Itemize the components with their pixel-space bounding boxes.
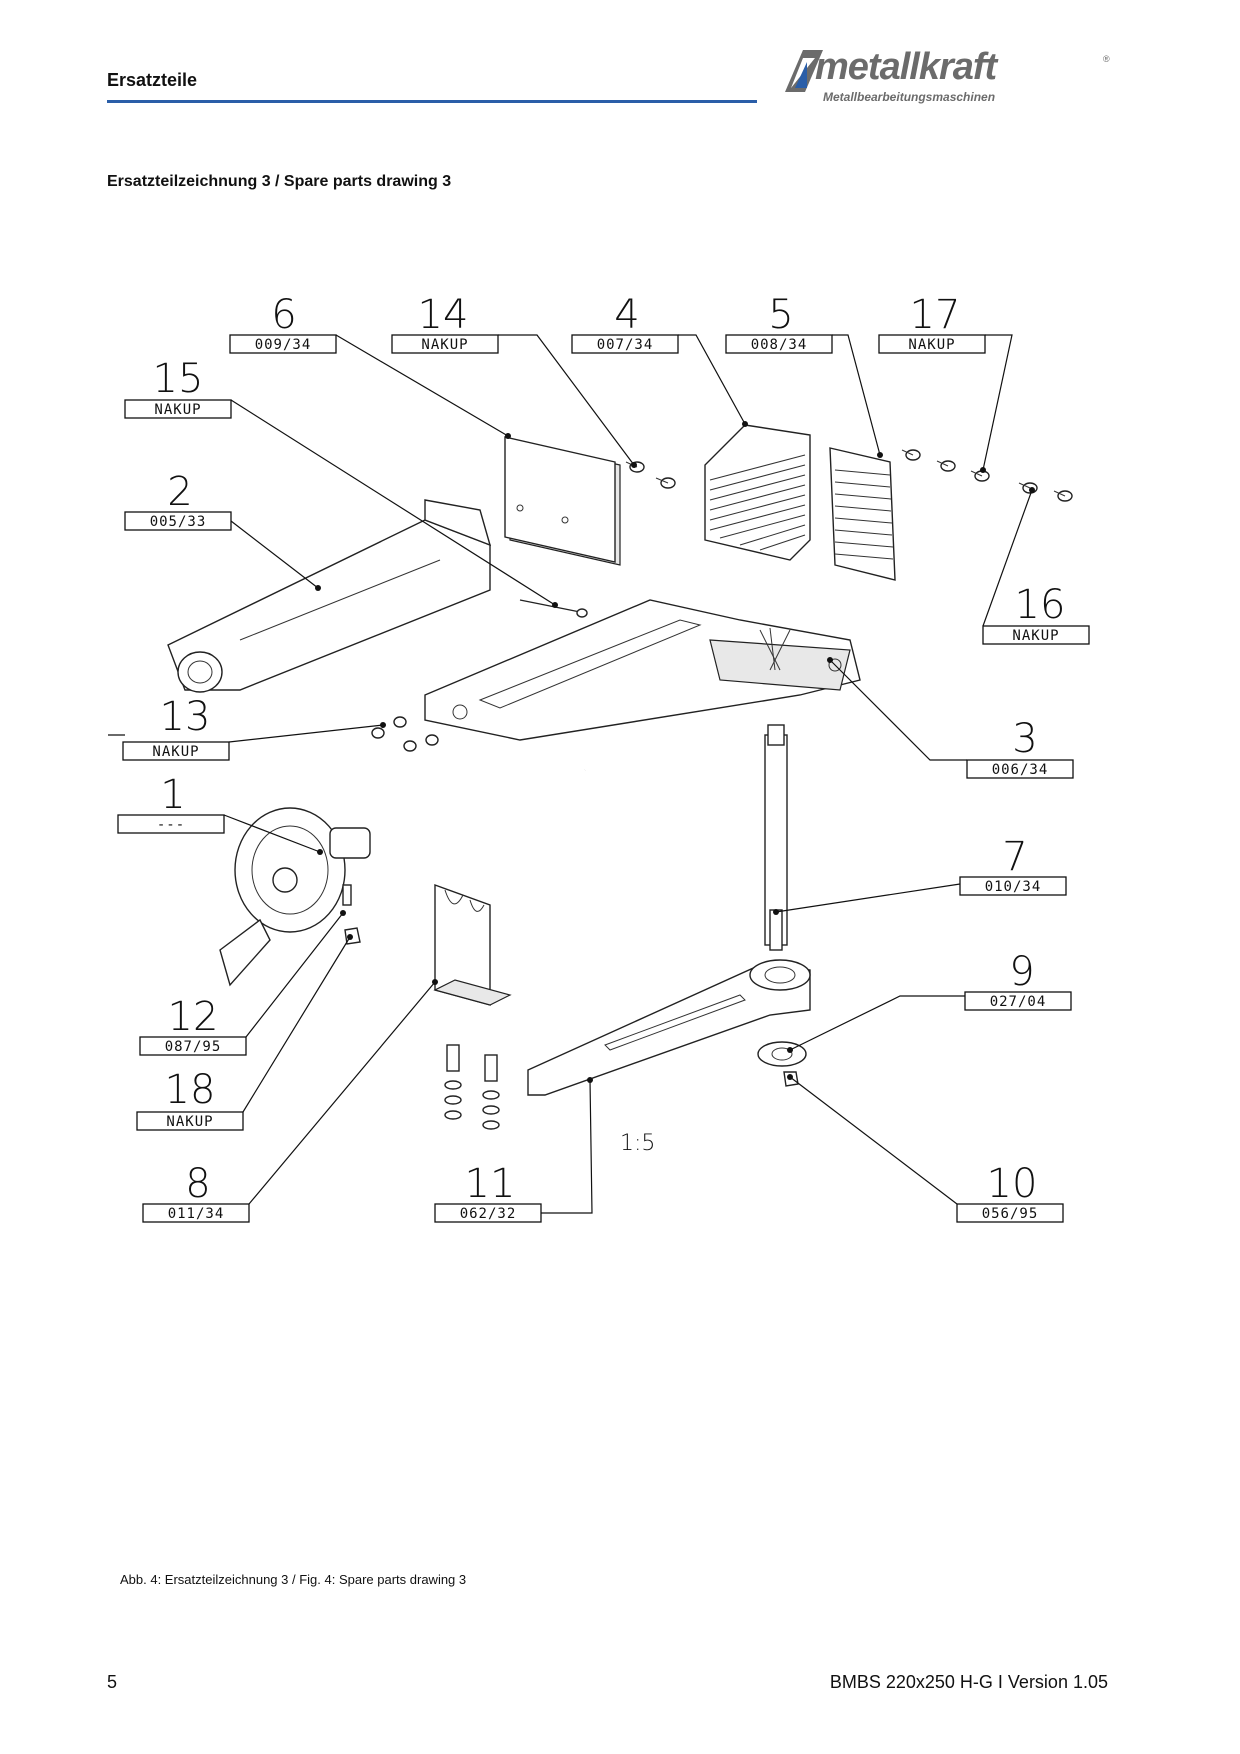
callout-1-number: 1 bbox=[160, 772, 185, 818]
callout-6-code: 009/34 bbox=[255, 337, 312, 353]
callout-6: 6 009/34 bbox=[229, 292, 511, 439]
part-jaw-right bbox=[829, 447, 896, 581]
callout-14-code: NAKUP bbox=[421, 337, 468, 353]
callout-16: 16 NAKUP bbox=[982, 487, 1090, 645]
callout-11: 11 062/32 bbox=[434, 1077, 593, 1223]
callout-7: 7 010/34 bbox=[773, 834, 1067, 915]
part-jaw-left bbox=[704, 424, 811, 561]
callout-5: 5 008/34 bbox=[725, 292, 883, 458]
callout-3-code: 006/34 bbox=[992, 762, 1049, 778]
callout-5-number: 5 bbox=[768, 292, 793, 338]
callout-9: 9 027/04 bbox=[787, 949, 1072, 1053]
part-pin bbox=[519, 599, 588, 618]
callout-16-code: NAKUP bbox=[1012, 628, 1059, 644]
callout-3-number: 3 bbox=[1012, 716, 1037, 762]
callout-12-number: 12 bbox=[168, 994, 219, 1040]
callout-15: 15 NAKUP bbox=[124, 356, 558, 608]
callout-3: 3 006/34 bbox=[827, 657, 1074, 779]
callout-15-number: 15 bbox=[153, 356, 204, 402]
part-column bbox=[764, 724, 788, 951]
callout-10-code: 056/95 bbox=[982, 1206, 1039, 1222]
callout-11-code: 062/32 bbox=[460, 1206, 517, 1222]
callout-12: 12 087/95 bbox=[139, 910, 346, 1056]
callout-8: 8 011/34 bbox=[142, 979, 438, 1223]
callout-6-number: 6 bbox=[271, 292, 296, 338]
callout-17-code: NAKUP bbox=[908, 337, 955, 353]
callout-10-number: 10 bbox=[987, 1161, 1038, 1207]
callout-4-code: 007/34 bbox=[597, 337, 654, 353]
drawing-scale-label: 1:5 bbox=[620, 1131, 655, 1156]
part-base bbox=[424, 599, 861, 741]
callout-14: 14 NAKUP bbox=[391, 292, 637, 468]
callout-17: 17 NAKUP bbox=[878, 292, 1013, 473]
callout-12-code: 087/95 bbox=[165, 1039, 222, 1055]
callout-15-code: NAKUP bbox=[154, 402, 201, 418]
callout-2-code: 005/33 bbox=[150, 514, 207, 530]
callout-5-code: 008/34 bbox=[751, 337, 808, 353]
part-clamp bbox=[757, 1041, 807, 1087]
callout-17-number: 17 bbox=[910, 292, 961, 338]
metallkraft-logo: metallkraft ® Metallbearbeitungsmaschine… bbox=[785, 44, 1115, 110]
callout-18: 18 NAKUP bbox=[136, 934, 353, 1131]
callout-11-number: 11 bbox=[465, 1161, 516, 1207]
callout-2: 2 005/33 bbox=[124, 469, 321, 591]
callout-13-number: 13 bbox=[160, 694, 211, 740]
part-fasteners bbox=[444, 1044, 500, 1130]
callout-16-number: 16 bbox=[1015, 582, 1066, 628]
document-version: BMBS 220x250 H-G I Version 1.05 bbox=[829, 1672, 1108, 1692]
callout-8-number: 8 bbox=[185, 1161, 210, 1207]
part-screws-top bbox=[625, 449, 1073, 502]
callout-9-code: 027/04 bbox=[990, 994, 1047, 1010]
part-screws-13 bbox=[371, 716, 439, 752]
callout-7-number: 7 bbox=[1002, 834, 1027, 880]
part-plate bbox=[504, 436, 621, 566]
callout-1-code: --- bbox=[157, 817, 185, 833]
callout-1: 1 --- bbox=[117, 772, 323, 855]
drawing-title: Ersatzteilzeichnung 3 / Spare parts draw… bbox=[107, 173, 452, 190]
part-support-arm bbox=[527, 959, 811, 1096]
logo-mark-icon bbox=[785, 50, 823, 92]
logo-wordmark: metallkraft bbox=[815, 46, 997, 88]
callout-2-number: 2 bbox=[167, 469, 192, 515]
part-arm bbox=[167, 499, 492, 693]
callout-8-code: 011/34 bbox=[168, 1206, 225, 1222]
callout-7-code: 010/34 bbox=[985, 879, 1042, 895]
callout-13: 13 NAKUP bbox=[108, 694, 386, 761]
page-number: 5 bbox=[107, 1672, 118, 1692]
callout-10: 10 056/95 bbox=[787, 1074, 1064, 1223]
callout-18-code: NAKUP bbox=[166, 1114, 213, 1130]
callout-9-number: 9 bbox=[1009, 949, 1034, 995]
part-handwheel bbox=[219, 766, 586, 987]
header-rule bbox=[107, 100, 757, 103]
callout-13-code: NAKUP bbox=[152, 744, 199, 760]
logo-subtitle: Metallbearbeitungsmaschinen bbox=[823, 90, 996, 104]
header-title: Ersatzteile bbox=[107, 70, 198, 90]
part-bracket bbox=[433, 884, 512, 1006]
callout-4-number: 4 bbox=[614, 292, 639, 338]
figure-caption: Abb. 4: Ersatzteilzeichnung 3 / Fig. 4: … bbox=[120, 1572, 467, 1587]
logo-registered-mark: ® bbox=[1103, 54, 1110, 64]
callout-14-number: 14 bbox=[418, 292, 469, 338]
callout-4: 4 007/34 bbox=[571, 292, 748, 427]
callout-18-number: 18 bbox=[165, 1067, 216, 1113]
